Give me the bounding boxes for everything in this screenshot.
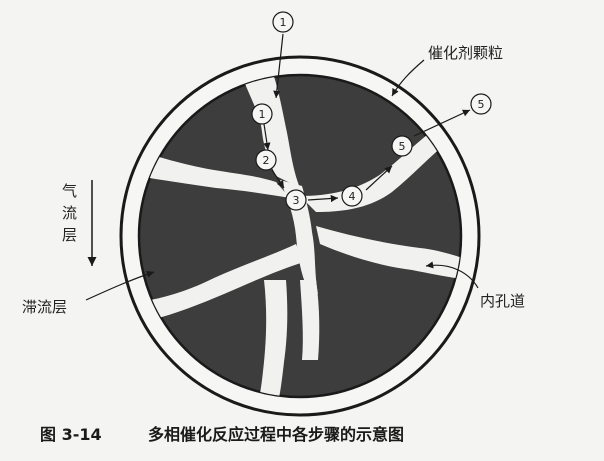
step-arrow-1-2 xyxy=(263,123,271,151)
stagnant-layer-leader xyxy=(85,270,155,301)
stagnant-layer-label: 滞流层 xyxy=(22,298,67,316)
gas-flow-layer-char-1: 气 xyxy=(62,182,77,200)
step-1-inner-label: 1 xyxy=(259,108,266,121)
inner-pore-label: 内孔道 xyxy=(480,292,525,310)
step-1-outer-label: 1 xyxy=(280,16,287,29)
step-4-label: 4 xyxy=(349,190,356,203)
step-marker-5-inner: 5 xyxy=(391,135,413,157)
step-arrow-3-4 xyxy=(307,194,339,203)
step-marker-3: 3 xyxy=(285,189,307,211)
step-2-label: 2 xyxy=(263,154,270,167)
gas-flow-layer-char-3: 层 xyxy=(62,226,77,244)
step-marker-1-inner: 1 xyxy=(251,103,273,125)
figure-caption: 多相催化反应过程中各步骤的示意图 xyxy=(148,425,404,444)
step-arrow-4-5 xyxy=(365,165,393,191)
step-marker-4: 4 xyxy=(341,185,363,207)
step-marker-5-outer: 5 xyxy=(470,93,492,115)
step-3-label: 3 xyxy=(293,194,300,207)
gas-flow-layer-char-2: 流 xyxy=(62,204,77,222)
catalyst-particle-leader xyxy=(391,59,425,97)
step-5-outer-label: 5 xyxy=(478,98,485,111)
catalyst-particle-label: 催化剂颗粒 xyxy=(428,44,503,62)
step-marker-1-outer: 1 xyxy=(272,11,294,33)
step-arrow-1-outer xyxy=(273,33,284,99)
step-arrow-2-3 xyxy=(271,169,285,189)
step-5-inner-label: 5 xyxy=(399,140,406,153)
step-arrow-5-outer xyxy=(413,109,471,137)
inner-pore-leader xyxy=(425,261,479,289)
step-marker-2: 2 xyxy=(255,149,277,171)
gas-flow-layer-label: 气 流 层 xyxy=(62,182,77,244)
figure-number: 图 3-14 xyxy=(40,425,102,444)
